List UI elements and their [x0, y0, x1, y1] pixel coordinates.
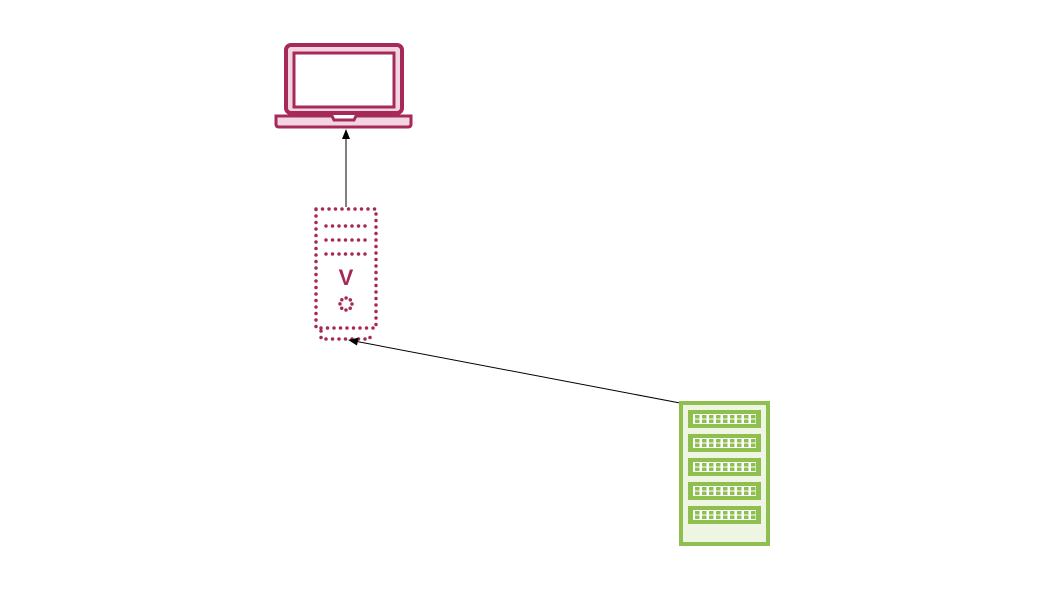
virtual-server-icon[interactable]: V	[314, 207, 378, 341]
edge-rack-to-server	[348, 337, 681, 404]
rack-unit	[688, 458, 761, 476]
rack-unit	[688, 506, 761, 524]
laptop-icon[interactable]	[274, 43, 413, 129]
server-rack-icon[interactable]	[679, 401, 770, 546]
virtual-server-glyph: V	[339, 265, 354, 290]
rack-unit	[688, 410, 761, 428]
rack-unit	[688, 482, 761, 500]
rack-unit	[688, 434, 761, 452]
